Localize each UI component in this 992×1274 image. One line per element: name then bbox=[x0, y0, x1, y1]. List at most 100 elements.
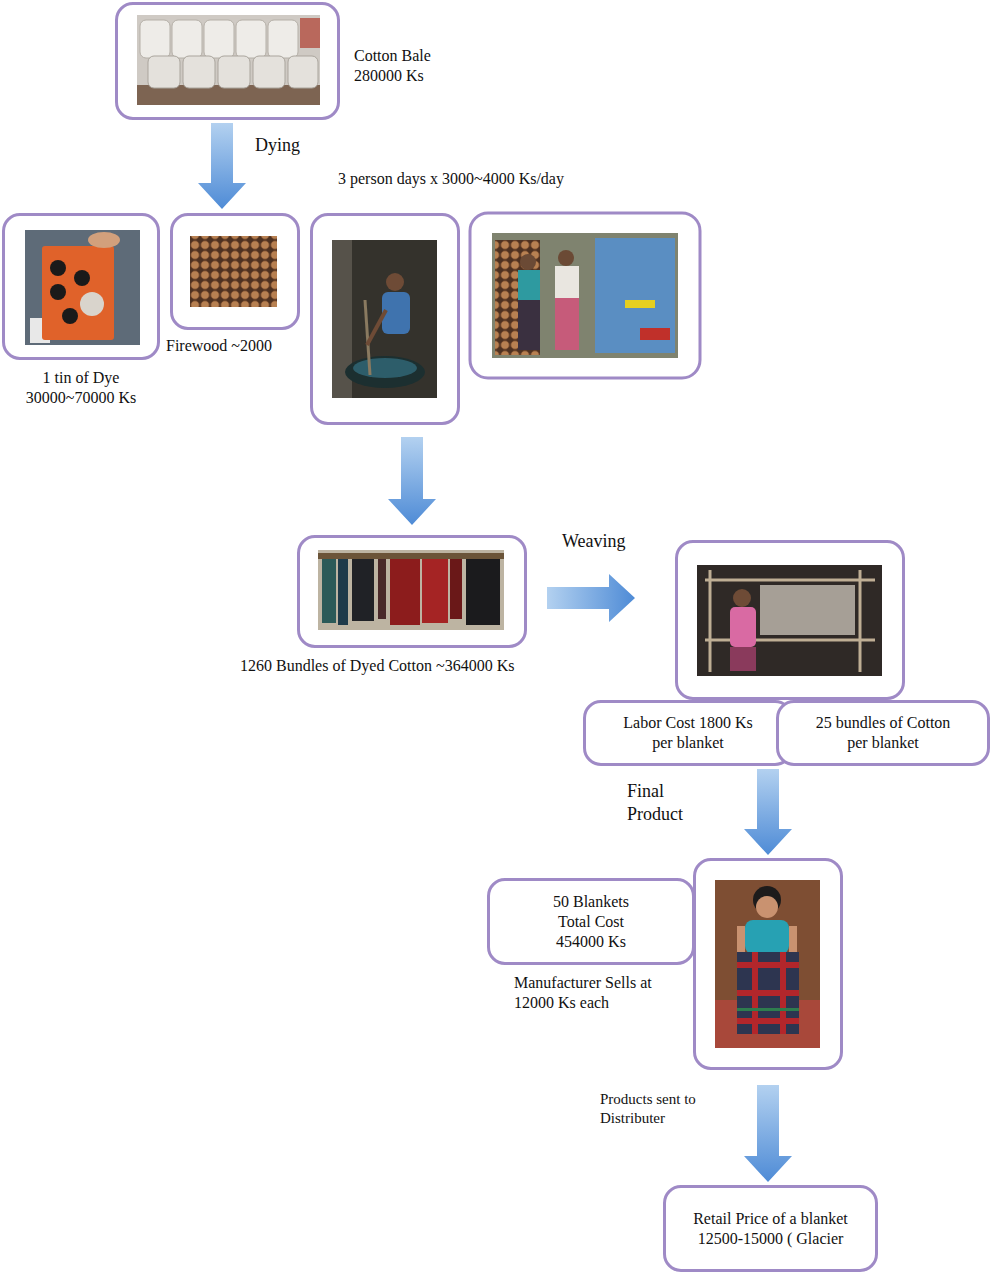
firewood-photo bbox=[190, 236, 277, 307]
photo-box: Cotton Bale 280000 Ks bbox=[115, 2, 340, 120]
dye-tin-photo bbox=[62, 308, 78, 324]
caption-text: Manufacturer Sells at 12000 Ks each bbox=[514, 973, 679, 1013]
dyed-cotton-photo bbox=[318, 550, 504, 630]
cotton-bale-photo bbox=[268, 20, 298, 58]
info-box: Labor Cost 1800 Ks per blanket bbox=[583, 700, 793, 766]
blanket-photo bbox=[715, 880, 820, 1048]
cotton-bale-photo bbox=[137, 15, 320, 105]
flow-arrow bbox=[744, 769, 792, 855]
cotton-bale-photo bbox=[137, 15, 320, 105]
flow-arrow bbox=[198, 123, 246, 209]
dyeing-photo bbox=[386, 273, 404, 291]
photo-box: 1260 Bundles of Dyed Cotton ~364000 Ks bbox=[297, 535, 527, 648]
dyed-cotton-photo bbox=[390, 559, 420, 625]
flow-arrow bbox=[388, 437, 436, 525]
dyed-cotton-photo bbox=[378, 559, 386, 619]
women-photo bbox=[470, 213, 700, 378]
blanket-photo bbox=[737, 1008, 799, 1011]
women-photo bbox=[518, 270, 540, 300]
dyed-cotton-photo bbox=[322, 559, 336, 623]
photo-box: Manufacturer Sells at 12000 Ks each bbox=[693, 858, 843, 1070]
women-photo bbox=[640, 328, 670, 340]
cotton-bale-photo bbox=[236, 20, 266, 58]
women-photo bbox=[625, 300, 655, 308]
flow-arrow bbox=[744, 1085, 792, 1182]
box-text: Retail Price of a blanket 12500-15000 ( … bbox=[688, 1209, 853, 1249]
dyeing-photo bbox=[332, 240, 437, 398]
weaving-photo bbox=[709, 570, 712, 672]
blanket-photo bbox=[737, 926, 745, 956]
dyed-cotton-photo bbox=[318, 553, 504, 559]
cotton-bale-photo bbox=[253, 56, 285, 88]
women-photo bbox=[520, 254, 536, 270]
dyeing-photo bbox=[332, 240, 437, 398]
women-photo bbox=[595, 238, 675, 353]
blanket-photo bbox=[737, 962, 799, 968]
women-photo bbox=[555, 298, 579, 350]
info-box: Retail Price of a blanket 12500-15000 ( … bbox=[663, 1185, 878, 1272]
photo-box: Firewood ~2000 bbox=[170, 213, 300, 330]
blanket-photo bbox=[789, 926, 797, 956]
box-text: 25 bundles of Cotton per blanket bbox=[806, 713, 961, 753]
blanket-photo bbox=[737, 1018, 799, 1024]
box-text: 50 Blankets Total Cost 454000 Ks bbox=[541, 892, 641, 952]
weaving-photo bbox=[697, 565, 882, 676]
photo-box bbox=[675, 540, 905, 700]
blanket-photo bbox=[737, 952, 799, 1034]
weaving-photo bbox=[730, 647, 756, 671]
dyeing-photo bbox=[367, 310, 386, 345]
dye-tin-photo bbox=[74, 270, 90, 286]
blanket-photo bbox=[715, 880, 820, 1048]
dye-tin-photo bbox=[25, 230, 140, 345]
info-box: 25 bundles of Cotton per blanket bbox=[776, 700, 990, 766]
blanket-photo bbox=[780, 952, 786, 1034]
dyed-cotton-photo bbox=[318, 550, 504, 630]
cotton-bale-photo bbox=[204, 20, 234, 58]
box-text: Labor Cost 1800 Ks per blanket bbox=[613, 713, 763, 753]
weaving-photo bbox=[730, 607, 756, 647]
women-photo bbox=[492, 233, 678, 358]
cotton-bale-photo bbox=[218, 56, 250, 88]
dye-tin-photo bbox=[80, 292, 104, 316]
photo-box: 1 tin of Dye 30000~70000 Ks bbox=[2, 213, 160, 360]
edge-label: Products sent to Distributer bbox=[600, 1090, 730, 1128]
dyed-cotton-photo bbox=[466, 559, 500, 625]
weaving-photo bbox=[733, 589, 751, 607]
women-photo bbox=[470, 213, 700, 378]
cotton-bale-photo bbox=[148, 56, 180, 88]
caption-text: 1 tin of Dye 30000~70000 Ks bbox=[5, 368, 157, 408]
cotton-bale-photo bbox=[140, 20, 170, 58]
cotton-bale-photo bbox=[288, 56, 318, 88]
cotton-bale-photo bbox=[183, 56, 215, 88]
weaving-photo bbox=[697, 565, 882, 676]
blanket-photo bbox=[752, 952, 758, 1034]
women-photo bbox=[558, 250, 574, 266]
edge-label: Final Product bbox=[627, 780, 712, 825]
photo-box: 3 person days x 3000~4000 Ks/day bbox=[310, 213, 460, 425]
blanket-photo bbox=[756, 896, 778, 918]
cotton-bale-photo bbox=[172, 20, 202, 58]
dyeing-photo bbox=[353, 358, 417, 378]
women-photo bbox=[518, 300, 540, 350]
blanket-photo bbox=[745, 920, 789, 954]
weaving-photo bbox=[859, 570, 862, 672]
dye-tin-photo bbox=[50, 284, 66, 300]
weaving-photo bbox=[760, 585, 855, 635]
info-box: 50 Blankets Total Cost 454000 Ks bbox=[487, 878, 695, 965]
dyed-cotton-photo bbox=[352, 559, 374, 621]
dyed-cotton-photo bbox=[450, 559, 462, 619]
dyed-cotton-photo bbox=[338, 559, 348, 625]
cotton-bale-photo bbox=[300, 18, 320, 48]
dye-tin-photo bbox=[88, 232, 120, 248]
flow-arrow bbox=[547, 574, 635, 622]
blanket-photo bbox=[737, 990, 799, 996]
firewood-photo bbox=[190, 236, 277, 307]
dye-tin-photo bbox=[50, 260, 66, 276]
weaving-photo bbox=[705, 579, 875, 582]
caption-text: Cotton Bale 280000 Ks bbox=[354, 46, 464, 86]
women-photo bbox=[495, 240, 540, 355]
women-photo bbox=[555, 266, 579, 298]
